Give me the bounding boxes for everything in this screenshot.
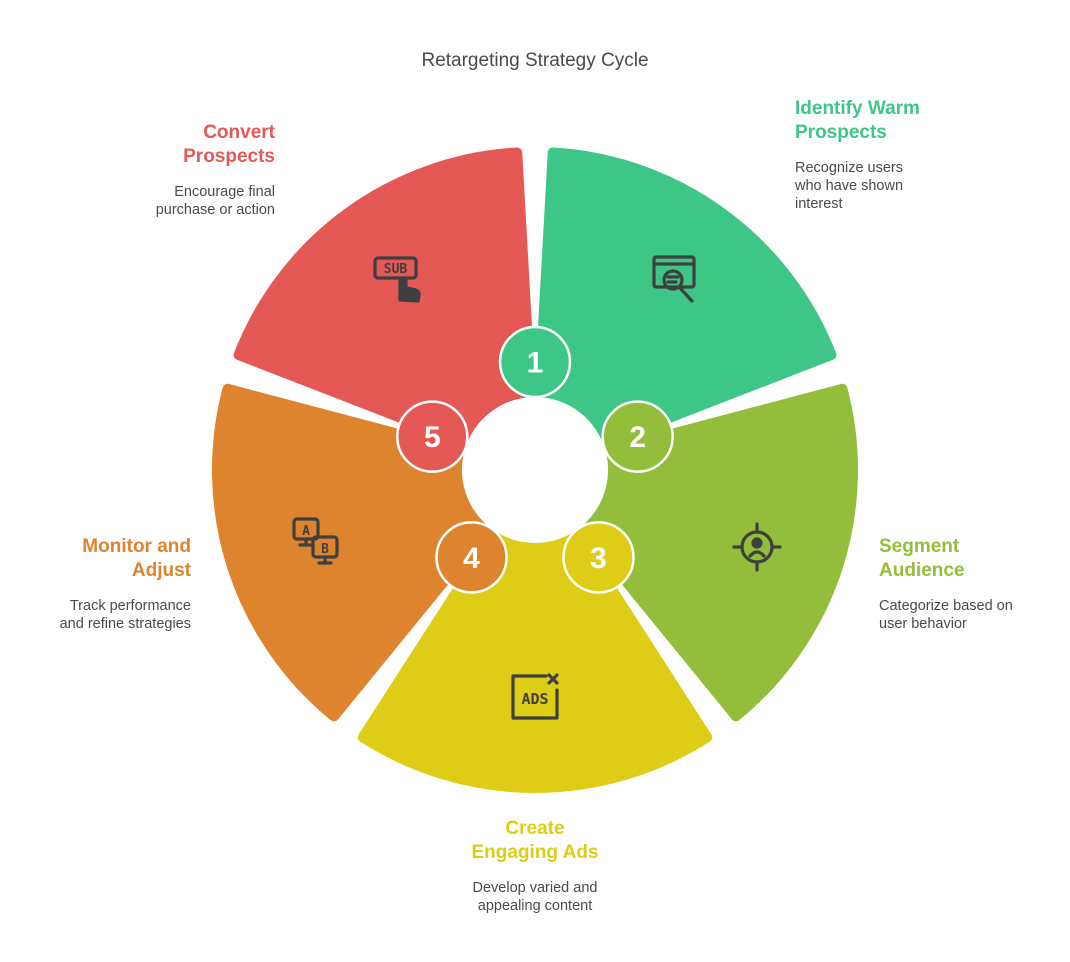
step-4-label: Monitor and Adjust Track performance and… <box>0 535 191 633</box>
step-1-number: 1 <box>527 347 544 380</box>
step-5-description: Encourage final purchase or action <box>155 184 275 218</box>
step-4-number: 4 <box>463 542 480 575</box>
svg-text:ADS: ADS <box>521 690 548 708</box>
step-1-label: Identify Warm Prospects Recognize users … <box>795 97 995 213</box>
step-4-badge-circle <box>435 521 508 594</box>
ads-icon: ADS <box>511 673 559 720</box>
step-2-heading: Segment Audience <box>879 536 965 581</box>
ab-test-icon: A B <box>292 517 339 565</box>
svg-text:B: B <box>321 542 329 557</box>
step-3-label: Create Engaging Ads Develop varied and a… <box>435 817 635 915</box>
segment-step-4 <box>212 383 491 722</box>
step-3-number: 3 <box>590 542 607 575</box>
step-2-badge: 2 <box>601 400 674 473</box>
ad-search-icon <box>652 255 696 303</box>
step-1-badge-circle <box>498 325 572 399</box>
svg-text:SUB: SUB <box>384 262 408 277</box>
segment-step-2 <box>579 383 858 722</box>
subscribe-click-icon: SUB <box>373 256 421 303</box>
step-1-description: Recognize users who have shown interest <box>795 160 904 212</box>
step-5-badge-circle <box>396 400 469 473</box>
step-5-badge: 5 <box>396 400 469 473</box>
segment-step-5 <box>233 147 536 447</box>
step-4-heading: Monitor and Adjust <box>82 536 191 581</box>
segment-step-1 <box>534 147 837 447</box>
step-5-label: Convert Prospects Encourage final purcha… <box>75 121 275 219</box>
step-4-description: Track performance and refine strategies <box>59 598 191 632</box>
step-3-heading: Create Engaging Ads <box>471 818 599 863</box>
step-3-description: Develop varied and appealing content <box>472 880 598 914</box>
svg-text:A: A <box>302 524 310 539</box>
step-2-label: Segment Audience Categorize based on use… <box>879 535 1070 633</box>
diagram-title: Retargeting Strategy Cycle <box>421 50 649 71</box>
step-5-heading: Convert Prospects <box>183 122 275 167</box>
step-2-number: 2 <box>629 421 646 454</box>
step-5-number: 5 <box>424 421 441 454</box>
step-2-badge-circle <box>601 400 674 473</box>
segment-step-3 <box>357 530 713 793</box>
step-1-heading: Identify Warm Prospects <box>795 98 920 143</box>
step-4-badge: 4 <box>435 521 508 594</box>
step-1-badge: 1 <box>498 325 572 399</box>
step-3-badge-circle <box>562 521 635 594</box>
step-3-badge: 3 <box>562 521 635 594</box>
target-user-icon <box>732 522 782 572</box>
step-2-description: Categorize based on user behavior <box>879 598 1013 632</box>
